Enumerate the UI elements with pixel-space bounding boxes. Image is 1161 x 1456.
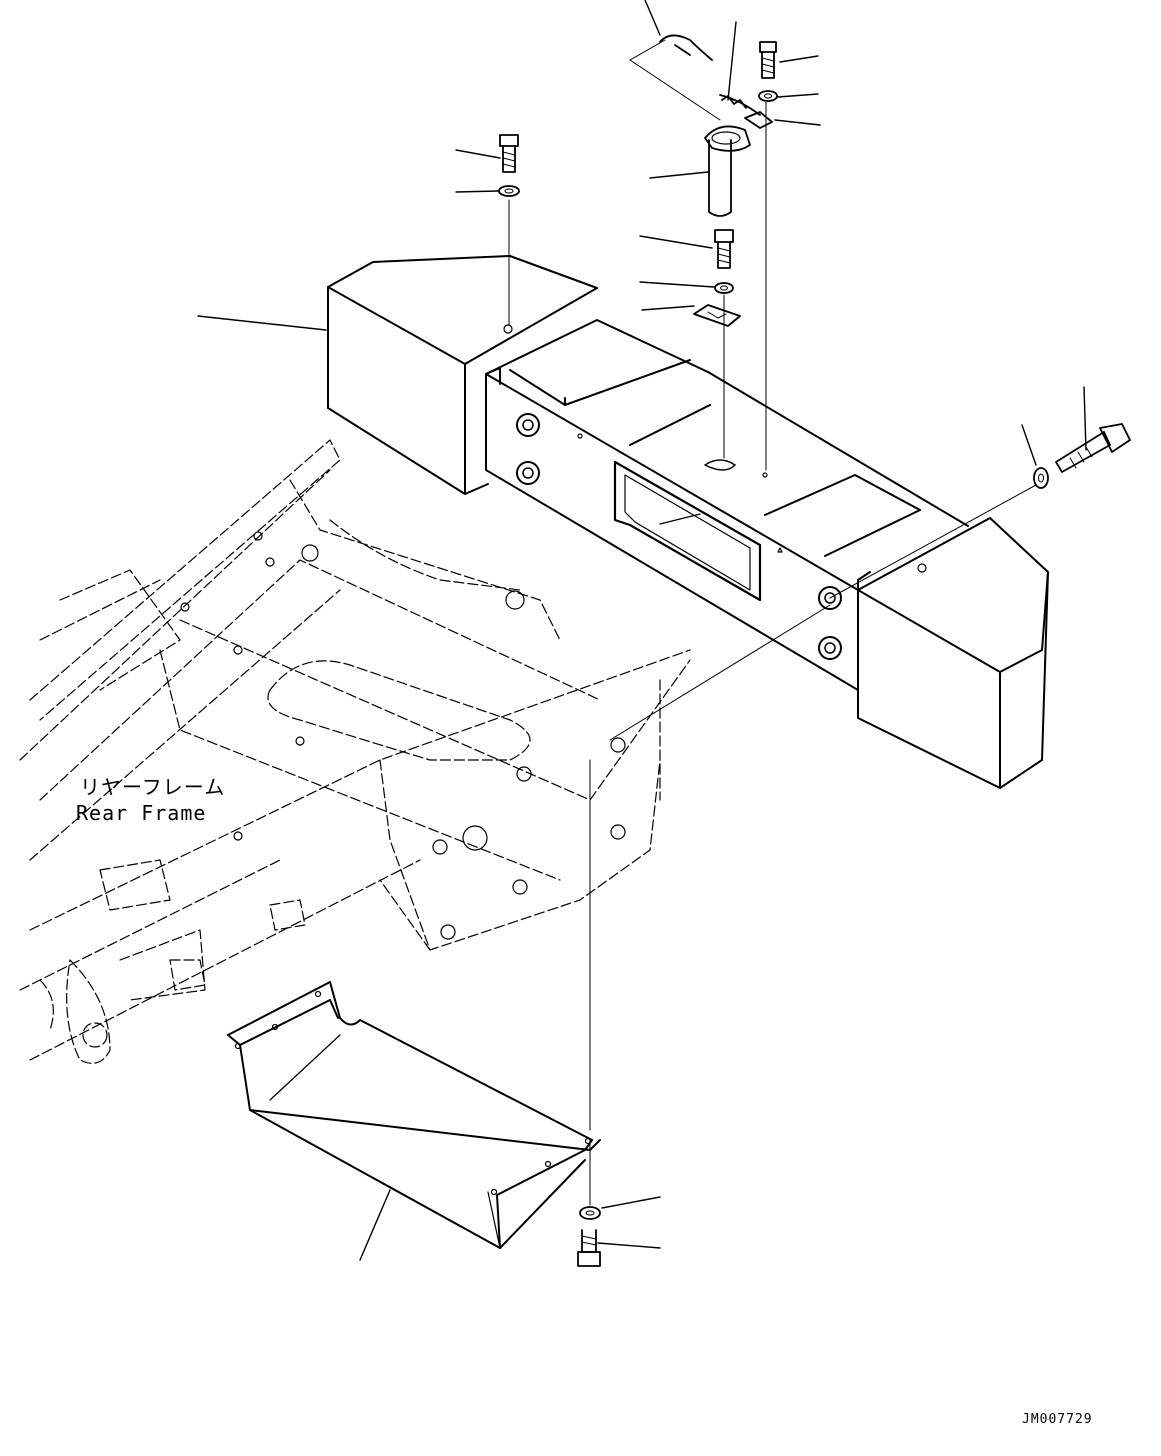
bolt-right-long <box>1033 423 1131 489</box>
leader-lines <box>197 0 1087 1261</box>
counterweight <box>327 255 1049 789</box>
bolt-top-right <box>744 41 778 129</box>
bolt-bottom <box>577 1206 601 1267</box>
rear-frame-label-en: Rear Frame <box>76 801 206 825</box>
drawing-code: JM007729 <box>1022 1412 1093 1427</box>
pin-and-chain <box>659 34 761 217</box>
frame-holes <box>180 531 626 940</box>
bolt-top-left <box>498 134 520 197</box>
rear-frame <box>19 439 691 1064</box>
under-cover <box>227 981 601 1249</box>
bolt-mid <box>693 229 741 327</box>
rear-frame-label-jp: リヤーフレーム <box>80 775 225 799</box>
assembly-lines <box>508 39 1037 1206</box>
